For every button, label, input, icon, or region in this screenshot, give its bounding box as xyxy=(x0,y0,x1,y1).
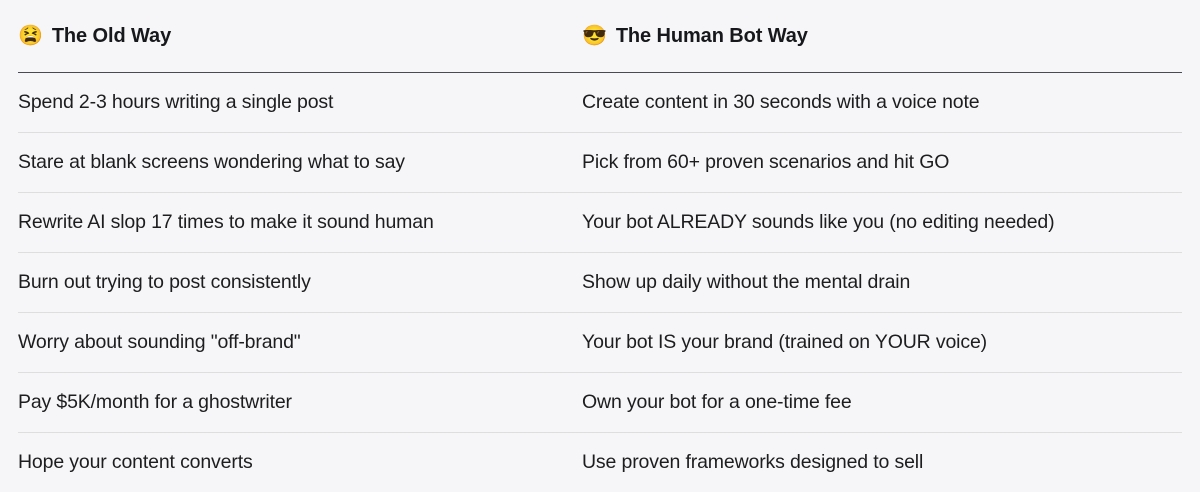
table-row: Hope your content converts Use proven fr… xyxy=(18,433,1182,492)
sunglasses-face-emoji: 😎 xyxy=(582,25,607,47)
table-row: Worry about sounding "off-brand" Your bo… xyxy=(18,313,1182,373)
table-row: Burn out trying to post consistently Sho… xyxy=(18,253,1182,313)
cell-old-way: Pay $5K/month for a ghostwriter xyxy=(18,390,292,413)
cell-old-way: Burn out trying to post consistently xyxy=(18,270,311,293)
cell-human-bot-way: Pick from 60+ proven scenarios and hit G… xyxy=(582,150,950,173)
cell-human-bot-way: Use proven frameworks designed to sell xyxy=(582,450,924,473)
column-header-human-bot-way: 😎 The Human Bot Way xyxy=(582,26,1182,46)
cell-old-way: Stare at blank screens wondering what to… xyxy=(18,150,405,173)
table-row: Spend 2-3 hours writing a single post Cr… xyxy=(18,73,1182,133)
cell-human-bot-way: Your bot IS your brand (trained on YOUR … xyxy=(582,330,987,353)
column-header-human-bot-way-label: The Human Bot Way xyxy=(615,25,808,47)
table-row: Pay $5K/month for a ghostwriter Own your… xyxy=(18,373,1182,433)
tired-face-emoji: 😫 xyxy=(18,25,43,47)
cell-old-way: Rewrite AI slop 17 times to make it soun… xyxy=(18,210,434,233)
table-row: Rewrite AI slop 17 times to make it soun… xyxy=(18,193,1182,253)
cell-old-way: Worry about sounding "off-brand" xyxy=(18,330,301,353)
column-header-old-way: 😫 The Old Way xyxy=(18,26,582,46)
cell-human-bot-way: Show up daily without the mental drain xyxy=(582,270,911,293)
column-header-old-way-label: The Old Way xyxy=(51,25,172,47)
table-row: Stare at blank screens wondering what to… xyxy=(18,133,1182,193)
cell-old-way: Hope your content converts xyxy=(18,450,253,473)
cell-human-bot-way: Your bot ALREADY sounds like you (no edi… xyxy=(582,210,1055,233)
table-header-row: 😫 The Old Way 😎 The Human Bot Way xyxy=(18,0,1182,73)
cell-human-bot-way: Create content in 30 seconds with a voic… xyxy=(582,90,980,113)
comparison-table-inner: 😫 The Old Way 😎 The Human Bot Way Spend … xyxy=(18,0,1182,492)
cell-human-bot-way: Own your bot for a one-time fee xyxy=(582,390,852,413)
cell-old-way: Spend 2-3 hours writing a single post xyxy=(18,90,334,113)
